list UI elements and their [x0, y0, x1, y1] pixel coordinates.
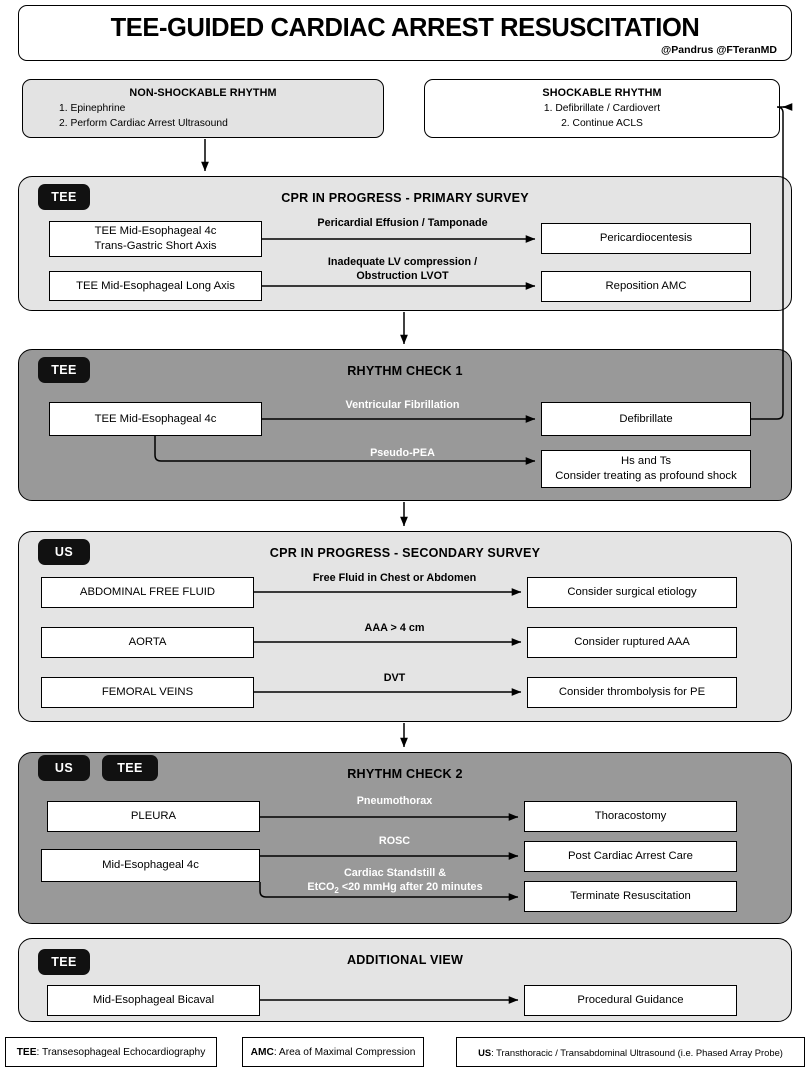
view-box-rc2-1: PLEURA	[47, 801, 260, 832]
action-box-thrombolysis-pe: Consider thrombolysis for PE	[527, 677, 737, 708]
page-title: TEE-GUIDED CARDIAC ARREST RESUSCITATION	[110, 14, 700, 42]
view-box-rc2-2: Mid-Esophageal 4c	[41, 849, 260, 882]
view-box-ss-3: FEMORAL VEINS	[41, 677, 254, 708]
shockable-title: SHOCKABLE RHYTHM	[542, 87, 662, 99]
legend-abbr: TEE	[16, 1046, 37, 1058]
legend-abbr: AMC	[250, 1046, 274, 1058]
non-shockable-rhythm-box: NON-SHOCKABLE RHYTHM 1. Epinephrine 2. P…	[22, 79, 384, 138]
etco2-text: EtCO	[307, 881, 335, 893]
legend-text: : Area of Maximal Compression	[273, 1046, 416, 1058]
legend-item-tee: TEE: Transesophageal Echocardiography	[5, 1037, 217, 1067]
list-item: 1. Defibrillate / Cardiovert	[543, 103, 661, 114]
action-box-surgical-etiology: Consider surgical etiology	[527, 577, 737, 608]
legend-text: : Transesophageal Echocardiography	[36, 1046, 206, 1058]
view-box-rc1-1: TEE Mid-Esophageal 4c	[49, 402, 262, 436]
finding-label-pseudo-pea: Pseudo-PEA	[370, 447, 435, 459]
finding-line: EtCO2 <20 mmHg after 20 minutes	[255, 880, 535, 898]
action-box-reposition-amc: Reposition AMC	[541, 271, 751, 302]
view-line: Trans-Gastric Short Axis	[94, 240, 217, 252]
stage-title: RHYTHM CHECK 2	[347, 767, 463, 781]
finding-label-rosc: ROSC	[378, 835, 411, 847]
badge-tee-rhythm-check-1: TEE	[38, 357, 90, 383]
action-line: Consider treating as profound shock	[555, 470, 737, 482]
action-box-hs-and-ts: Hs and Ts Consider treating as profound …	[541, 450, 751, 488]
stage-title: ADDITIONAL VIEW	[346, 953, 464, 967]
legend-item-us: US: Transthoracic / Transabdominal Ultra…	[456, 1037, 805, 1067]
finding-line: Cardiac Standstill &	[344, 867, 446, 879]
view-box-ss-2: AORTA	[41, 627, 254, 658]
etco2-threshold: <20 mmHg after 20 minutes	[338, 881, 483, 893]
view-line: TEE Mid-Esophageal 4c	[94, 225, 217, 237]
badge-tee-rhythm-check-2: TEE	[102, 755, 158, 781]
finding-line: Inadequate LV compression /	[327, 256, 478, 268]
action-box-thoracostomy: Thoracostomy	[524, 801, 737, 832]
non-shockable-title: NON-SHOCKABLE RHYTHM	[129, 87, 277, 99]
legend-abbr: US	[478, 1046, 492, 1058]
finding-label-free-fluid: Free Fluid in Chest or Abdomen	[312, 572, 477, 584]
stage-title: CPR IN PROGRESS - SECONDARY SURVEY	[269, 546, 541, 560]
finding-line: Obstruction LVOT	[356, 270, 449, 282]
view-box-primary-1: TEE Mid-Esophageal 4c Trans-Gastric Shor…	[49, 221, 262, 257]
finding-label-dvt: DVT	[383, 672, 406, 684]
view-line: TEE Mid-Esophageal Long Axis	[76, 279, 235, 292]
stage-title: CPR IN PROGRESS - PRIMARY SURVEY	[281, 191, 529, 205]
action-box-terminate-resuscitation: Terminate Resuscitation	[524, 881, 737, 912]
badge-us-rhythm-check-2: US	[38, 755, 90, 781]
shockable-rhythm-box: SHOCKABLE RHYTHM 1. Defibrillate / Cardi…	[424, 79, 780, 138]
badge-tee-additional-view: TEE	[38, 949, 90, 975]
finding-label-pneumothorax: Pneumothorax	[356, 795, 433, 807]
view-box-ss-1: ABDOMINAL FREE FLUID	[41, 577, 254, 608]
view-box-primary-2: TEE Mid-Esophageal Long Axis	[49, 271, 262, 301]
finding-label-pericardial-effusion: Pericardial Effusion / Tamponade	[317, 217, 488, 229]
action-box-defibrillate: Defibrillate	[541, 402, 751, 436]
non-shockable-steps: 1. Epinephrine 2. Perform Cardiac Arrest…	[23, 102, 383, 131]
finding-label-vfib: Ventricular Fibrillation	[345, 399, 460, 411]
legend-text: : Transthoracic / Transabdominal Ultraso…	[491, 1046, 783, 1058]
action-box-post-arrest-care: Post Cardiac Arrest Care	[524, 841, 737, 872]
list-item: 2. Continue ACLS	[561, 117, 643, 129]
badge-us-secondary-survey: US	[38, 539, 90, 565]
action-box-procedural-guidance: Procedural Guidance	[524, 985, 737, 1016]
list-item: 1. Epinephrine	[59, 103, 126, 114]
finding-label-aaa: AAA > 4 cm	[364, 622, 425, 634]
finding-label-cardiac-standstill: Cardiac Standstill & EtCO2 <20 mmHg afte…	[255, 866, 535, 898]
title-banner: TEE-GUIDED CARDIAC ARREST RESUSCITATION …	[18, 5, 792, 61]
stage-title: RHYTHM CHECK 1	[347, 364, 463, 378]
author-credit: @Pandrus @FTeranMD	[661, 44, 777, 56]
list-item: 2. Perform Cardiac Arrest Ultrasound	[59, 117, 228, 129]
action-box-pericardiocentesis: Pericardiocentesis	[541, 223, 751, 254]
badge-tee-primary-survey: TEE	[38, 184, 90, 210]
finding-label-inadequate-lv: Inadequate LV compression / Obstruction …	[270, 255, 535, 283]
action-box-ruptured-aaa: Consider ruptured AAA	[527, 627, 737, 658]
shockable-steps: 1. Defibrillate / Cardiovert 2. Continue…	[425, 102, 779, 131]
legend-item-amc: AMC: Area of Maximal Compression	[242, 1037, 424, 1067]
action-line: Hs and Ts	[620, 455, 672, 467]
view-box-av-1: Mid-Esophageal Bicaval	[47, 985, 260, 1016]
